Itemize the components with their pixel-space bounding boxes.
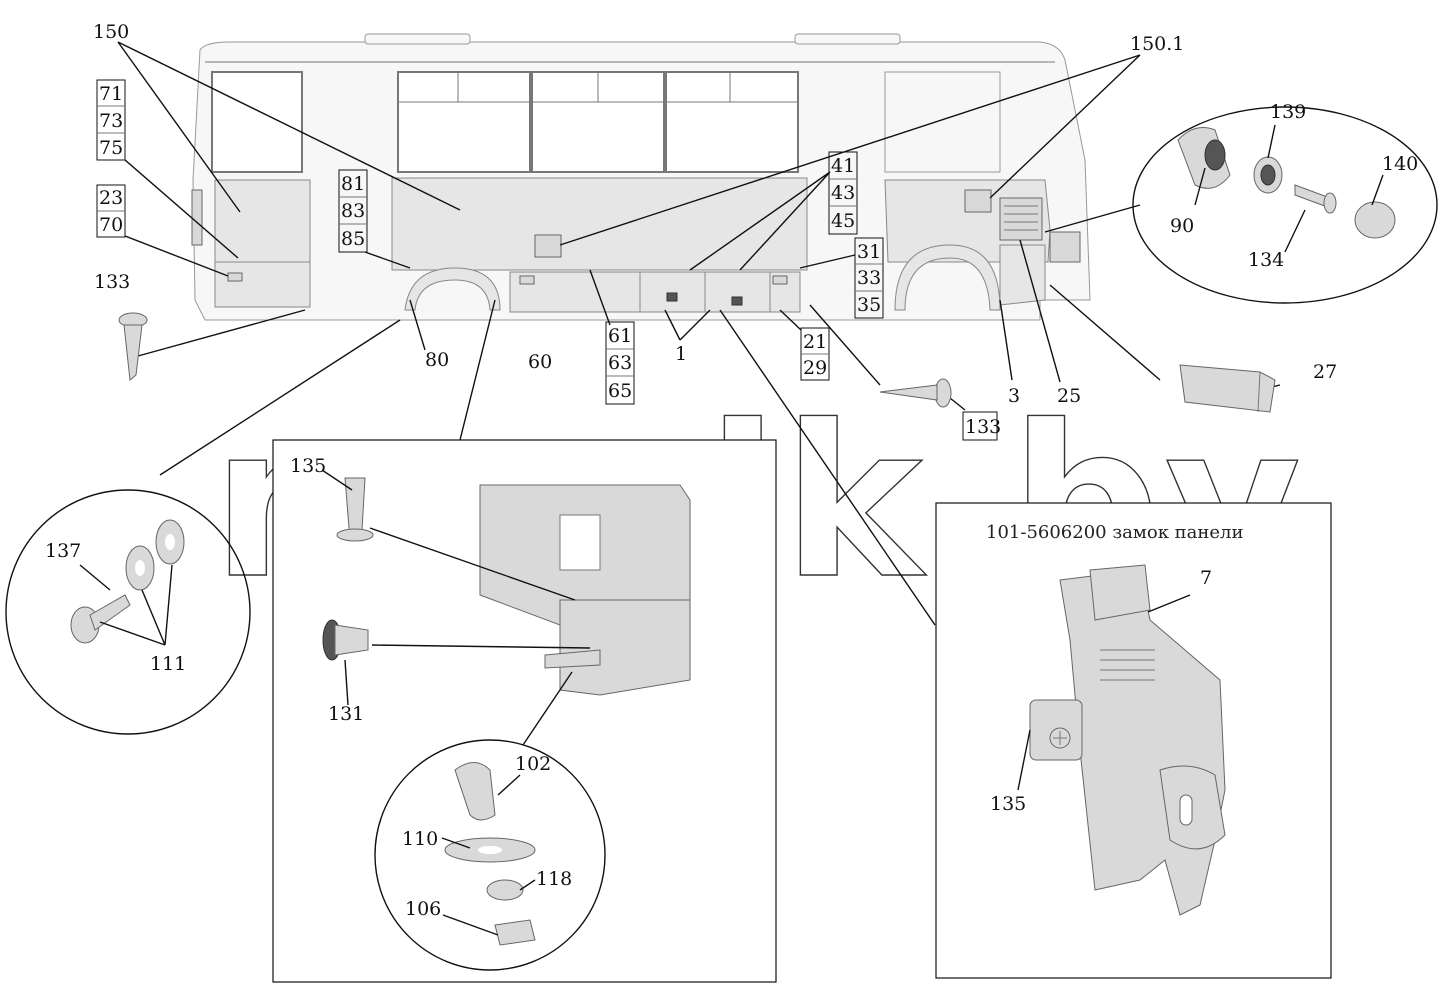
callout-23: 23 (99, 187, 123, 209)
callout-31: 31 (857, 241, 881, 263)
callout-21: 21 (803, 331, 827, 353)
callout-45: 45 (831, 210, 855, 232)
detail-circle-cap (1132, 106, 1438, 304)
callout-63: 63 (608, 352, 632, 374)
callout-85: 85 (341, 228, 365, 250)
callout-25: 25 (1057, 385, 1081, 407)
inset-box-fasteners (272, 439, 777, 983)
callout-65: 65 (608, 380, 632, 402)
callout-140: 140 (1382, 153, 1418, 175)
callout-71: 71 (99, 83, 123, 105)
inset-box-lock: 101-5606200 замок панели (935, 502, 1332, 979)
callout-131: 131 (328, 703, 364, 725)
callout-83: 83 (341, 200, 365, 222)
callout-150: 150 (93, 21, 129, 43)
callout-73: 73 (99, 110, 123, 132)
callout-118: 118 (536, 868, 572, 890)
callout-106: 106 (405, 898, 441, 920)
detail-circle-rivet (5, 489, 251, 735)
callout-3: 3 (1008, 385, 1020, 407)
callout-7: 7 (1200, 567, 1212, 589)
callout-61: 61 (608, 325, 632, 347)
callout-75: 75 (99, 137, 123, 159)
callout-137: 137 (45, 540, 81, 562)
callout-80: 80 (425, 349, 449, 371)
callout-41: 41 (831, 155, 855, 177)
callout-110: 110 (402, 828, 438, 850)
callout-27: 27 (1313, 361, 1337, 383)
callout-134: 134 (1248, 249, 1284, 271)
callout-135-lock: 135 (990, 793, 1026, 815)
callout-139: 139 (1270, 101, 1306, 123)
callout-81: 81 (341, 173, 365, 195)
callout-150-1: 150.1 (1130, 33, 1184, 55)
callout-labels: 150 150.1 71 73 75 23 70 133 81 83 85 41… (45, 21, 1418, 920)
callout-90: 90 (1170, 215, 1194, 237)
callout-60: 60 (528, 351, 552, 373)
callout-70: 70 (99, 214, 123, 236)
inset-title: 101-5606200 замок панели (986, 522, 1244, 543)
callout-133-right: 133 (965, 416, 1001, 438)
label-boxes (96, 79, 998, 441)
callout-111: 111 (150, 653, 186, 675)
callout-29: 29 (803, 357, 827, 379)
bus-side-view (191, 33, 1091, 321)
callout-33: 33 (857, 267, 881, 289)
part-133-screw-left (118, 312, 148, 381)
callout-135-center: 135 (290, 455, 326, 477)
callout-43: 43 (831, 182, 855, 204)
callout-102: 102 (515, 753, 551, 775)
callout-35: 35 (857, 294, 881, 316)
part-27-block (1179, 364, 1276, 413)
callout-133-left: 133 (94, 271, 130, 293)
part-133-screw-right (879, 378, 952, 408)
callout-1: 1 (675, 343, 687, 365)
